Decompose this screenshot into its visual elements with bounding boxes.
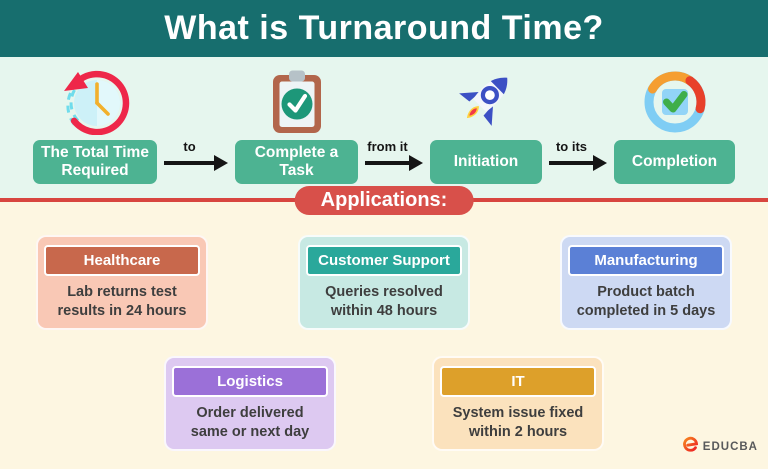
educba-logo: EDUCBA — [682, 436, 758, 458]
applications-banner: Applications: — [294, 186, 474, 215]
application-card-it: IT System issue fixed within 2 hours — [432, 356, 604, 451]
flow-box-initiation: Initiation — [430, 140, 542, 184]
card-description-logistics: Order delivered same or next day — [190, 405, 310, 440]
application-card-logistics: Logistics Order delivered same or next d… — [164, 356, 336, 451]
flow-connector-to: to — [164, 139, 228, 171]
rocket-icon — [449, 67, 523, 135]
clipboard-check-icon — [269, 67, 325, 135]
definition-flow: The Total Time Required to Complete a Ta… — [0, 57, 768, 198]
applications-section: Applications: Healthcare Lab returns tes… — [0, 186, 768, 469]
card-title-it: IT — [440, 366, 596, 397]
clock-rewind-icon — [57, 67, 133, 135]
educba-wordmark: EDUCBA — [702, 441, 758, 453]
flow-step-complete-task: Complete a Task — [235, 67, 358, 184]
flow-connector-to-its: to its — [549, 139, 607, 171]
card-title-healthcare: Healthcare — [44, 245, 200, 276]
card-title-customer-support: Customer Support — [306, 245, 462, 276]
page-title: What is Turnaround Time? — [164, 9, 604, 47]
connector-label: from it — [367, 139, 408, 154]
progress-check-icon — [642, 67, 708, 135]
application-card-healthcare: Healthcare Lab returns test results in 2… — [36, 235, 208, 330]
card-description-manufacturing: Product batch completed in 5 days — [576, 284, 716, 319]
flow-box-completion: Completion — [614, 140, 735, 184]
flow-box-total-time: The Total Time Required — [33, 140, 157, 184]
connector-label: to — [183, 139, 196, 154]
right-arrow-icon — [164, 155, 228, 171]
application-card-manufacturing: Manufacturing Product batch completed in… — [560, 235, 732, 330]
flow-box-complete-task: Complete a Task — [235, 140, 358, 184]
flow-step-initiation: Initiation — [430, 67, 542, 184]
applications-row-1: Healthcare Lab returns test results in 2… — [0, 235, 768, 330]
educba-e-icon — [682, 436, 699, 458]
card-description-healthcare: Lab returns test results in 24 hours — [57, 284, 187, 319]
application-card-customer-support: Customer Support Queries resolved within… — [298, 235, 470, 330]
card-description-it: System issue fixed within 2 hours — [452, 405, 584, 440]
card-title-manufacturing: Manufacturing — [568, 245, 724, 276]
card-description-customer-support: Queries resolved within 48 hours — [325, 284, 443, 319]
flow-step-total-time: The Total Time Required — [33, 67, 157, 184]
right-arrow-icon — [549, 155, 607, 171]
header-banner: What is Turnaround Time? — [0, 0, 768, 57]
applications-row-2: Logistics Order delivered same or next d… — [0, 356, 768, 451]
right-arrow-icon — [365, 155, 423, 171]
flow-connector-from-it: from it — [365, 139, 423, 171]
connector-label: to its — [555, 139, 588, 154]
flow-step-completion: Completion — [614, 67, 735, 184]
card-title-logistics: Logistics — [172, 366, 328, 397]
